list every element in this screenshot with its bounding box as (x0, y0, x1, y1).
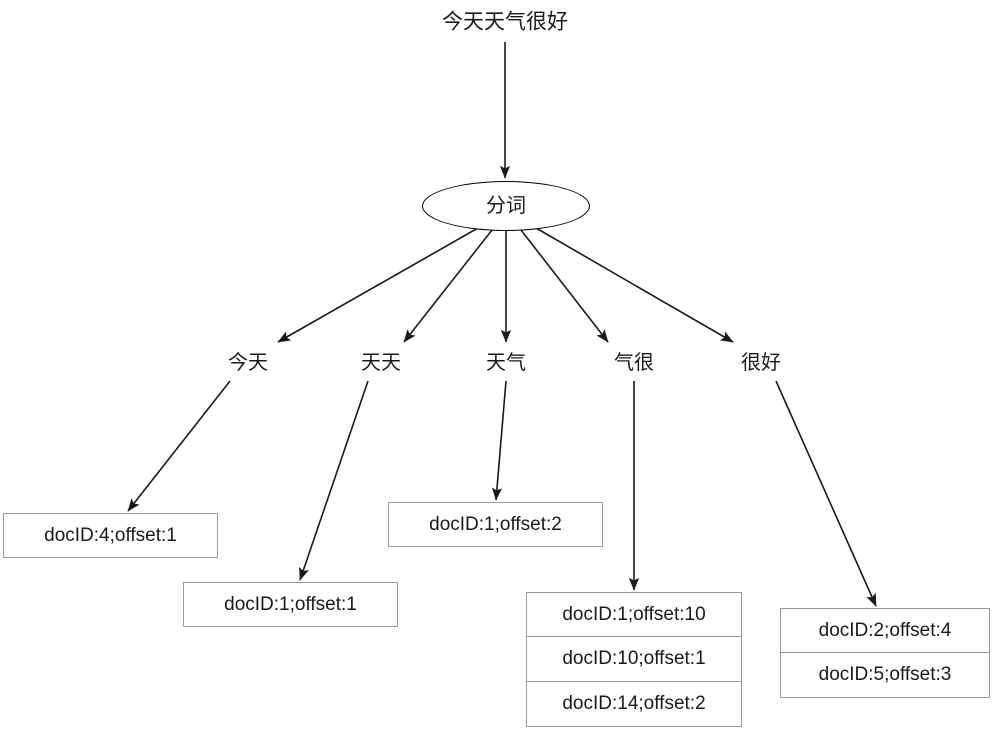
posting-entry: docID:10;offset:1 (526, 637, 742, 682)
edge-arrow (127, 380, 231, 512)
posting-entry: docID:1;offset:2 (388, 502, 603, 547)
term-node-1: 天天 (361, 352, 401, 374)
edge-arrow (775, 380, 877, 607)
edge-arrow (299, 380, 369, 581)
edge-arrow (535, 227, 734, 343)
posting-entry: docID:1;offset:10 (526, 592, 742, 637)
segmentation-process-label: 分词 (486, 195, 526, 217)
edge-arrow (520, 229, 609, 343)
posting-list-group: docID:1;offset:1 (183, 582, 398, 627)
posting-list-group: docID:4;offset:1 (3, 513, 218, 558)
query-text-node: 今天天气很好 (442, 10, 568, 34)
posting-list-group: docID:1;offset:2 (388, 502, 603, 547)
posting-list-group: docID:2;offset:4 docID:5;offset:3 (780, 608, 990, 698)
segmentation-process-node: 分词 (422, 181, 590, 231)
posting-list-group: docID:1;offset:10 docID:10;offset:1 docI… (526, 592, 742, 727)
posting-entry: docID:4;offset:1 (3, 513, 218, 558)
term-node-0: 今天 (228, 352, 268, 374)
term-node-4: 很好 (741, 352, 781, 374)
term-node-3: 气很 (614, 352, 654, 374)
posting-entry: docID:1;offset:1 (183, 582, 398, 627)
edge-arrow (277, 227, 479, 343)
posting-entry: docID:2;offset:4 (780, 608, 990, 653)
term-node-2: 天气 (486, 352, 526, 374)
edge-arrow (491, 380, 507, 501)
edge-arrow (403, 229, 493, 343)
posting-entry: docID:14;offset:2 (526, 682, 742, 727)
posting-entry: docID:5;offset:3 (780, 653, 990, 698)
